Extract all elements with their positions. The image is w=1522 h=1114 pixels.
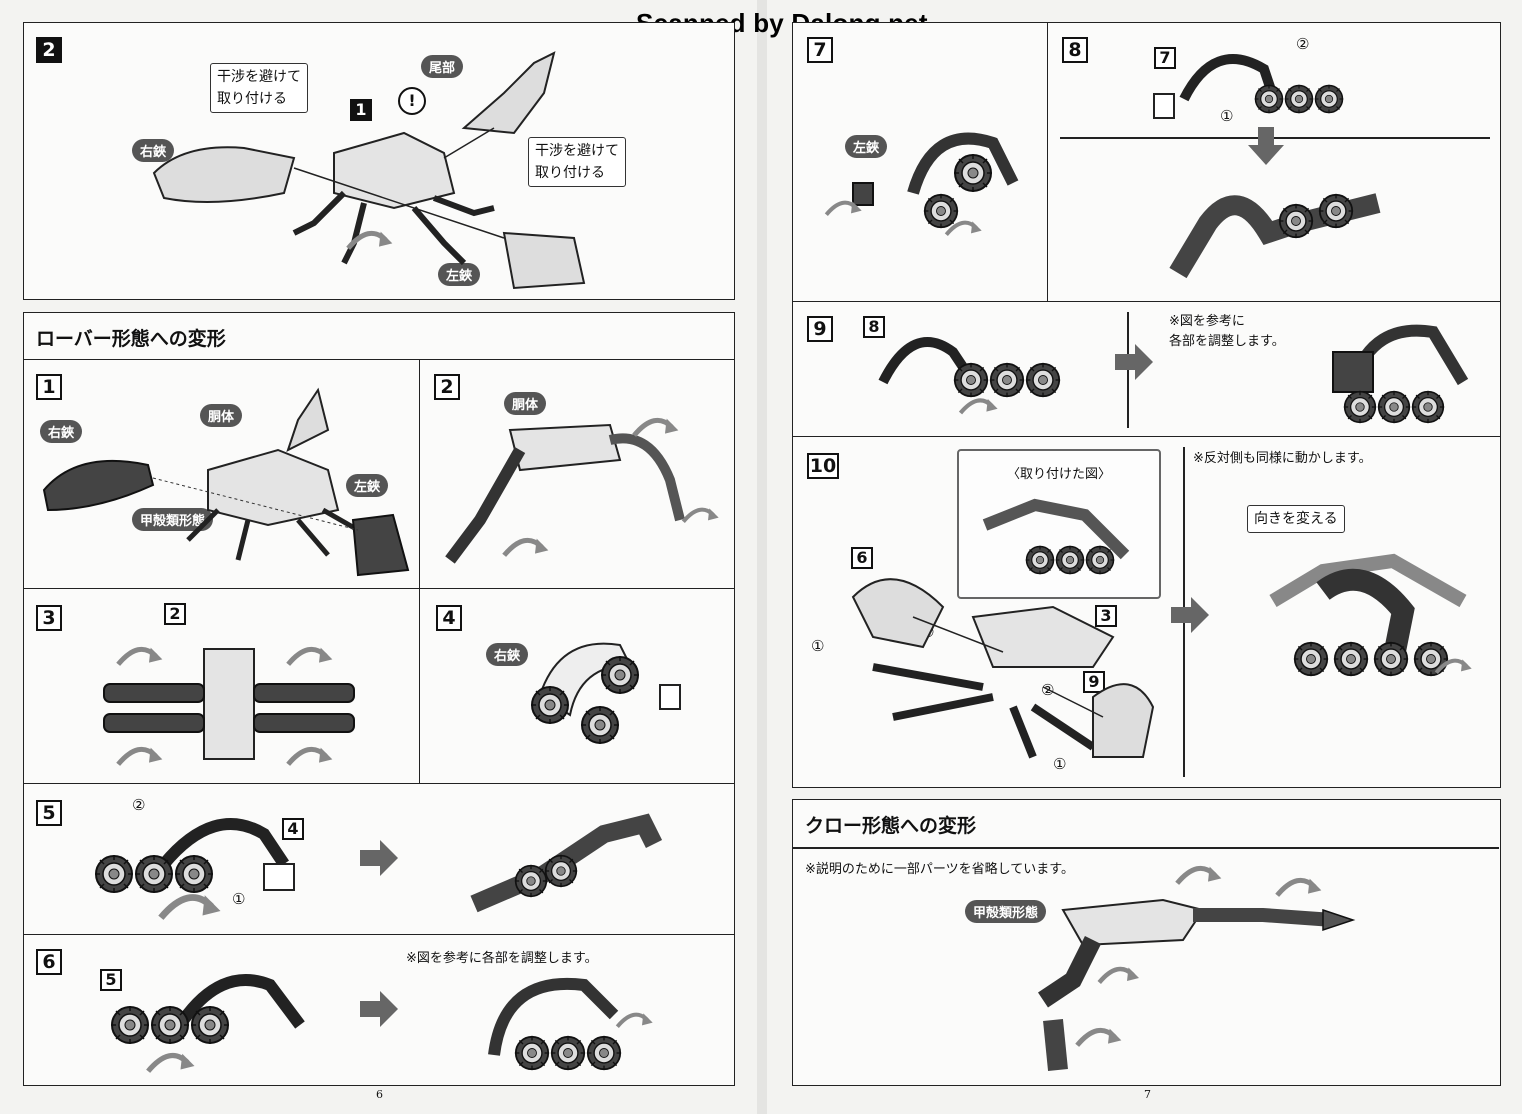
next-arrow-icon [1171, 595, 1211, 639]
label-crustacean-form: 甲殻類形態 [132, 508, 214, 531]
rover-step1-illustration [42, 387, 410, 577]
rover-step3-illustration [103, 629, 355, 779]
ref-step: 4 [282, 818, 304, 840]
step-number: 7 [807, 37, 833, 63]
rover-step6: 6 5 ※図を参考に各部を調整します。 [23, 934, 735, 1086]
step-number: 10 [807, 453, 839, 479]
inset-illustration [982, 498, 1130, 575]
rover-step4: 4 右鋏 [419, 588, 735, 784]
step-number: 4 [436, 605, 462, 631]
ref-step: 2 [164, 603, 186, 625]
label-right-claw: 右鋏 [132, 139, 175, 162]
ref-step-6: 6 [851, 547, 873, 569]
mark-1a: ① [811, 637, 825, 655]
label-right-claw: 右鋏 [486, 643, 529, 666]
step-number: 1 [36, 374, 62, 400]
next-arrow-icon [360, 989, 400, 1033]
mark-2: ② [1296, 35, 1310, 53]
step-number: 3 [36, 605, 62, 631]
step8-illustration-a [1153, 54, 1344, 119]
claw-section: クロー形態への変形 ※説明のために一部パーツを省略しています。 甲殻類形態 [792, 799, 1501, 1086]
mark-1: ① [1220, 107, 1234, 125]
step9: 9 8 ※図を参考に 各部を調整します。 [792, 301, 1501, 437]
rover-step5: 5 4 ② ① [23, 783, 735, 935]
mark-1b: ① [1053, 755, 1067, 773]
rover-step5-illustration-a [94, 818, 295, 929]
label-left-claw: 左鋏 [845, 135, 888, 158]
step-number: 2 [36, 37, 62, 63]
sub-step-number: 1 [350, 99, 372, 121]
step8: 8 7 ② ① [1047, 22, 1501, 302]
adjust-note: ※図を参考に 各部を調整します。 [1169, 314, 1285, 349]
step10-illustration-a [851, 578, 1155, 759]
label-crustacean-form: 甲殻類形態 [965, 900, 1047, 923]
step7: 7 左鋏 [792, 22, 1048, 302]
label-tail: 尾部 [421, 55, 464, 78]
step9-illustration-a [878, 337, 1061, 422]
ref-step-3: 3 [1095, 605, 1117, 627]
rover-step5-illustration-b [470, 813, 663, 913]
rover-step2-illustration [445, 400, 730, 564]
ref-step: 5 [100, 969, 122, 991]
opposite-side-note: ※反対側も同様に動かします。 [1193, 451, 1372, 466]
ref-step: 7 [1154, 47, 1176, 69]
label-right-claw: 右鋏 [40, 420, 83, 443]
step7-illustration [823, 132, 1019, 273]
callout-avoid-interference-a: 干涉を避けて 取り付ける [210, 63, 308, 113]
ref-step: 8 [863, 316, 885, 338]
warning-icon: ! [398, 87, 426, 115]
rover-step3: 3 2 [23, 588, 420, 784]
step8-illustration-b [1169, 193, 1381, 279]
page-number: 6 [376, 1088, 383, 1101]
callout-change-direction: 向きを変える [1247, 505, 1345, 533]
rover-step4-illustration [530, 642, 681, 745]
step10: 10 〈取り付けた図〉 6 3 9 ① ② ② ① ※反対側も同様に動かします。… [792, 436, 1501, 788]
attached-view-inset: 〈取り付けた図〉 [957, 449, 1161, 599]
step-number: 6 [36, 949, 62, 975]
mark-1: ① [232, 890, 246, 908]
step-number: 5 [36, 800, 62, 826]
step-number: 2 [434, 374, 460, 400]
label-body: 胴体 [200, 404, 243, 427]
section-title: ローバー形態への変形 [36, 328, 226, 350]
mark-2: ② [132, 796, 146, 814]
claw-illustration [1038, 850, 1356, 1071]
page-gutter [757, 0, 767, 1114]
step2-illustration [152, 51, 586, 290]
step2-panel: 2 干涉を避けて 取り付ける 干涉を避けて 取り付ける 尾部 右鋏 左鋏 1 ! [23, 22, 735, 300]
next-arrow-icon [1115, 342, 1155, 386]
ref-step-9: 9 [1083, 671, 1105, 693]
rover-step6-illustration-b [488, 977, 664, 1071]
rover-step1: 1 右鋏 胴体 左鋏 甲殻類形態 [23, 359, 420, 589]
section-title: クロー形態への変形 [805, 815, 977, 837]
label-body: 胴体 [504, 392, 547, 415]
step-number: 8 [1062, 37, 1088, 63]
next-arrow-icon [360, 838, 400, 882]
down-arrow-icon [1248, 127, 1284, 165]
omission-note: ※説明のために一部パーツを省略しています。 [805, 862, 1074, 877]
rover-step2: 2 胴体 [419, 359, 735, 589]
rover-step6-illustration-a [110, 974, 305, 1085]
divider [793, 847, 1499, 849]
step10-illustration-b [1269, 553, 1483, 677]
page-number: 7 [1144, 1088, 1151, 1101]
label-left-claw: 左鋏 [346, 474, 389, 497]
divider [1060, 137, 1490, 139]
adjust-note: ※図を参考に各部を調整します。 [406, 951, 598, 966]
rover-section-header: ローバー形態への変形 [23, 312, 735, 360]
step9-illustration-b [1332, 324, 1469, 424]
step-number: 9 [807, 316, 833, 342]
label-left-claw: 左鋏 [438, 263, 481, 286]
callout-avoid-interference-b: 干涉を避けて 取り付ける [528, 137, 626, 187]
inset-title: 〈取り付けた図〉 [1007, 467, 1112, 482]
